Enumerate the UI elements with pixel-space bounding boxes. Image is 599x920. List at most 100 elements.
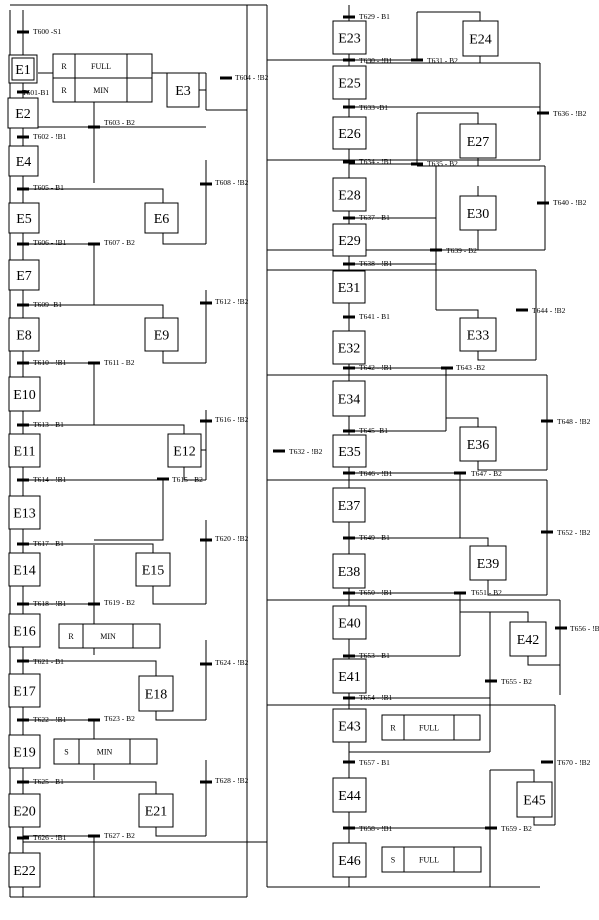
step-e8: E8 [8, 317, 40, 352]
step-label: E25 [338, 77, 361, 92]
transition-label: T617 - B1 [33, 539, 64, 548]
transition-bar [17, 423, 29, 427]
step-e28: E28 [332, 177, 367, 212]
transition-bar [343, 15, 355, 19]
step-e30: E30 [459, 195, 497, 231]
transition-label: T626 - !B1 [33, 833, 67, 842]
transition-label: T629 - B1 [359, 12, 390, 21]
transition-bar [555, 626, 567, 630]
transition-label: T633 -B1 [359, 103, 388, 112]
step-label: E31 [338, 281, 361, 296]
connection-line [183, 467, 206, 481]
step-e39: E39 [469, 545, 507, 581]
transition-bar [88, 125, 100, 129]
transition-label: T612 - !B2 [215, 297, 249, 306]
step-e2: E2 [7, 97, 39, 129]
step-box [8, 613, 41, 648]
transition-bar [343, 536, 355, 540]
step-label: E34 [338, 393, 361, 408]
transition-label: T601-B1 [22, 88, 49, 97]
transition-label: T622 - !B1 [33, 715, 67, 724]
transition-label: T655 - B2 [501, 677, 532, 686]
step-e45: E45 [516, 781, 553, 818]
connection-line [533, 817, 555, 826]
transition-bar [220, 76, 232, 80]
transition-bar [343, 262, 355, 266]
step-label: E8 [16, 329, 32, 344]
step-box [8, 552, 41, 587]
step-box [7, 97, 39, 129]
transition-label: T650 - !B1 [359, 588, 393, 597]
connection-line [460, 611, 529, 622]
step-label: E4 [16, 155, 32, 170]
transition-label: T651 - B2 [471, 588, 502, 597]
step-box [469, 545, 507, 581]
step-box [8, 793, 41, 828]
step-label: E41 [338, 670, 361, 685]
transition-bar [411, 58, 423, 62]
transition-bar [17, 718, 29, 722]
transition-bar [17, 542, 29, 546]
step-e46: E46 [332, 842, 367, 878]
transition-label: T604 - !B2 [235, 73, 269, 82]
step-label: E3 [175, 84, 191, 99]
step-box [516, 781, 553, 818]
connection-line [155, 827, 206, 837]
transition-bar [200, 662, 212, 666]
step-e38: E38 [332, 553, 366, 589]
step-e3: E3 [166, 72, 200, 108]
transition-bar [88, 242, 100, 246]
transition-bar [541, 419, 553, 423]
step-label: E12 [173, 445, 196, 460]
step-box [459, 426, 497, 462]
connection-line [436, 309, 479, 318]
action-qualifier: R [61, 62, 67, 71]
step-label: E11 [13, 445, 35, 460]
step-box [144, 202, 179, 234]
transition-label: T607 - B2 [104, 238, 135, 247]
action-name: FULL [419, 724, 439, 733]
step-box [332, 434, 367, 468]
transition-label: T645 -B1 [359, 426, 388, 435]
transition-label: T643 -B2 [456, 363, 485, 372]
step-label: E36 [467, 438, 490, 453]
transition-bars [17, 15, 567, 840]
transition-label: T615 - B2 [172, 475, 203, 484]
step-label: E18 [145, 688, 168, 703]
step-box [8, 202, 40, 234]
step-e33: E33 [459, 317, 497, 352]
step-box [332, 20, 367, 55]
transition-bar [343, 366, 355, 370]
action-qualifier: R [61, 86, 67, 95]
step-label: E32 [338, 342, 361, 357]
transition-label: T619 - B2 [104, 598, 135, 607]
transition-label: T656 - !B2 [570, 624, 599, 633]
step-box [332, 65, 367, 100]
transition-label: T610 - !B1 [33, 358, 67, 367]
step-e11: E11 [8, 433, 41, 468]
step-box [332, 487, 366, 523]
transition-bar [537, 111, 549, 115]
step-box [8, 259, 40, 291]
transition-bar [17, 187, 29, 191]
step-e17: E17 [8, 673, 41, 708]
action-name: FULL [419, 856, 439, 865]
step-e43: E43 [332, 708, 367, 743]
action-extra-cell [126, 53, 153, 79]
transition-bar [343, 760, 355, 764]
transition-label: T600 -S1 [33, 27, 61, 36]
transition-label: T647 - B2 [471, 469, 502, 478]
step-e4: E4 [8, 145, 39, 177]
step-label: E42 [517, 633, 540, 648]
connection-line [152, 586, 206, 605]
step-label: E15 [142, 564, 165, 579]
connection-line [94, 543, 154, 553]
transition-label: T624 - !B2 [215, 658, 249, 667]
step-box [332, 270, 366, 304]
transition-bar [343, 216, 355, 220]
transition-label: T648 - !B2 [557, 417, 591, 426]
